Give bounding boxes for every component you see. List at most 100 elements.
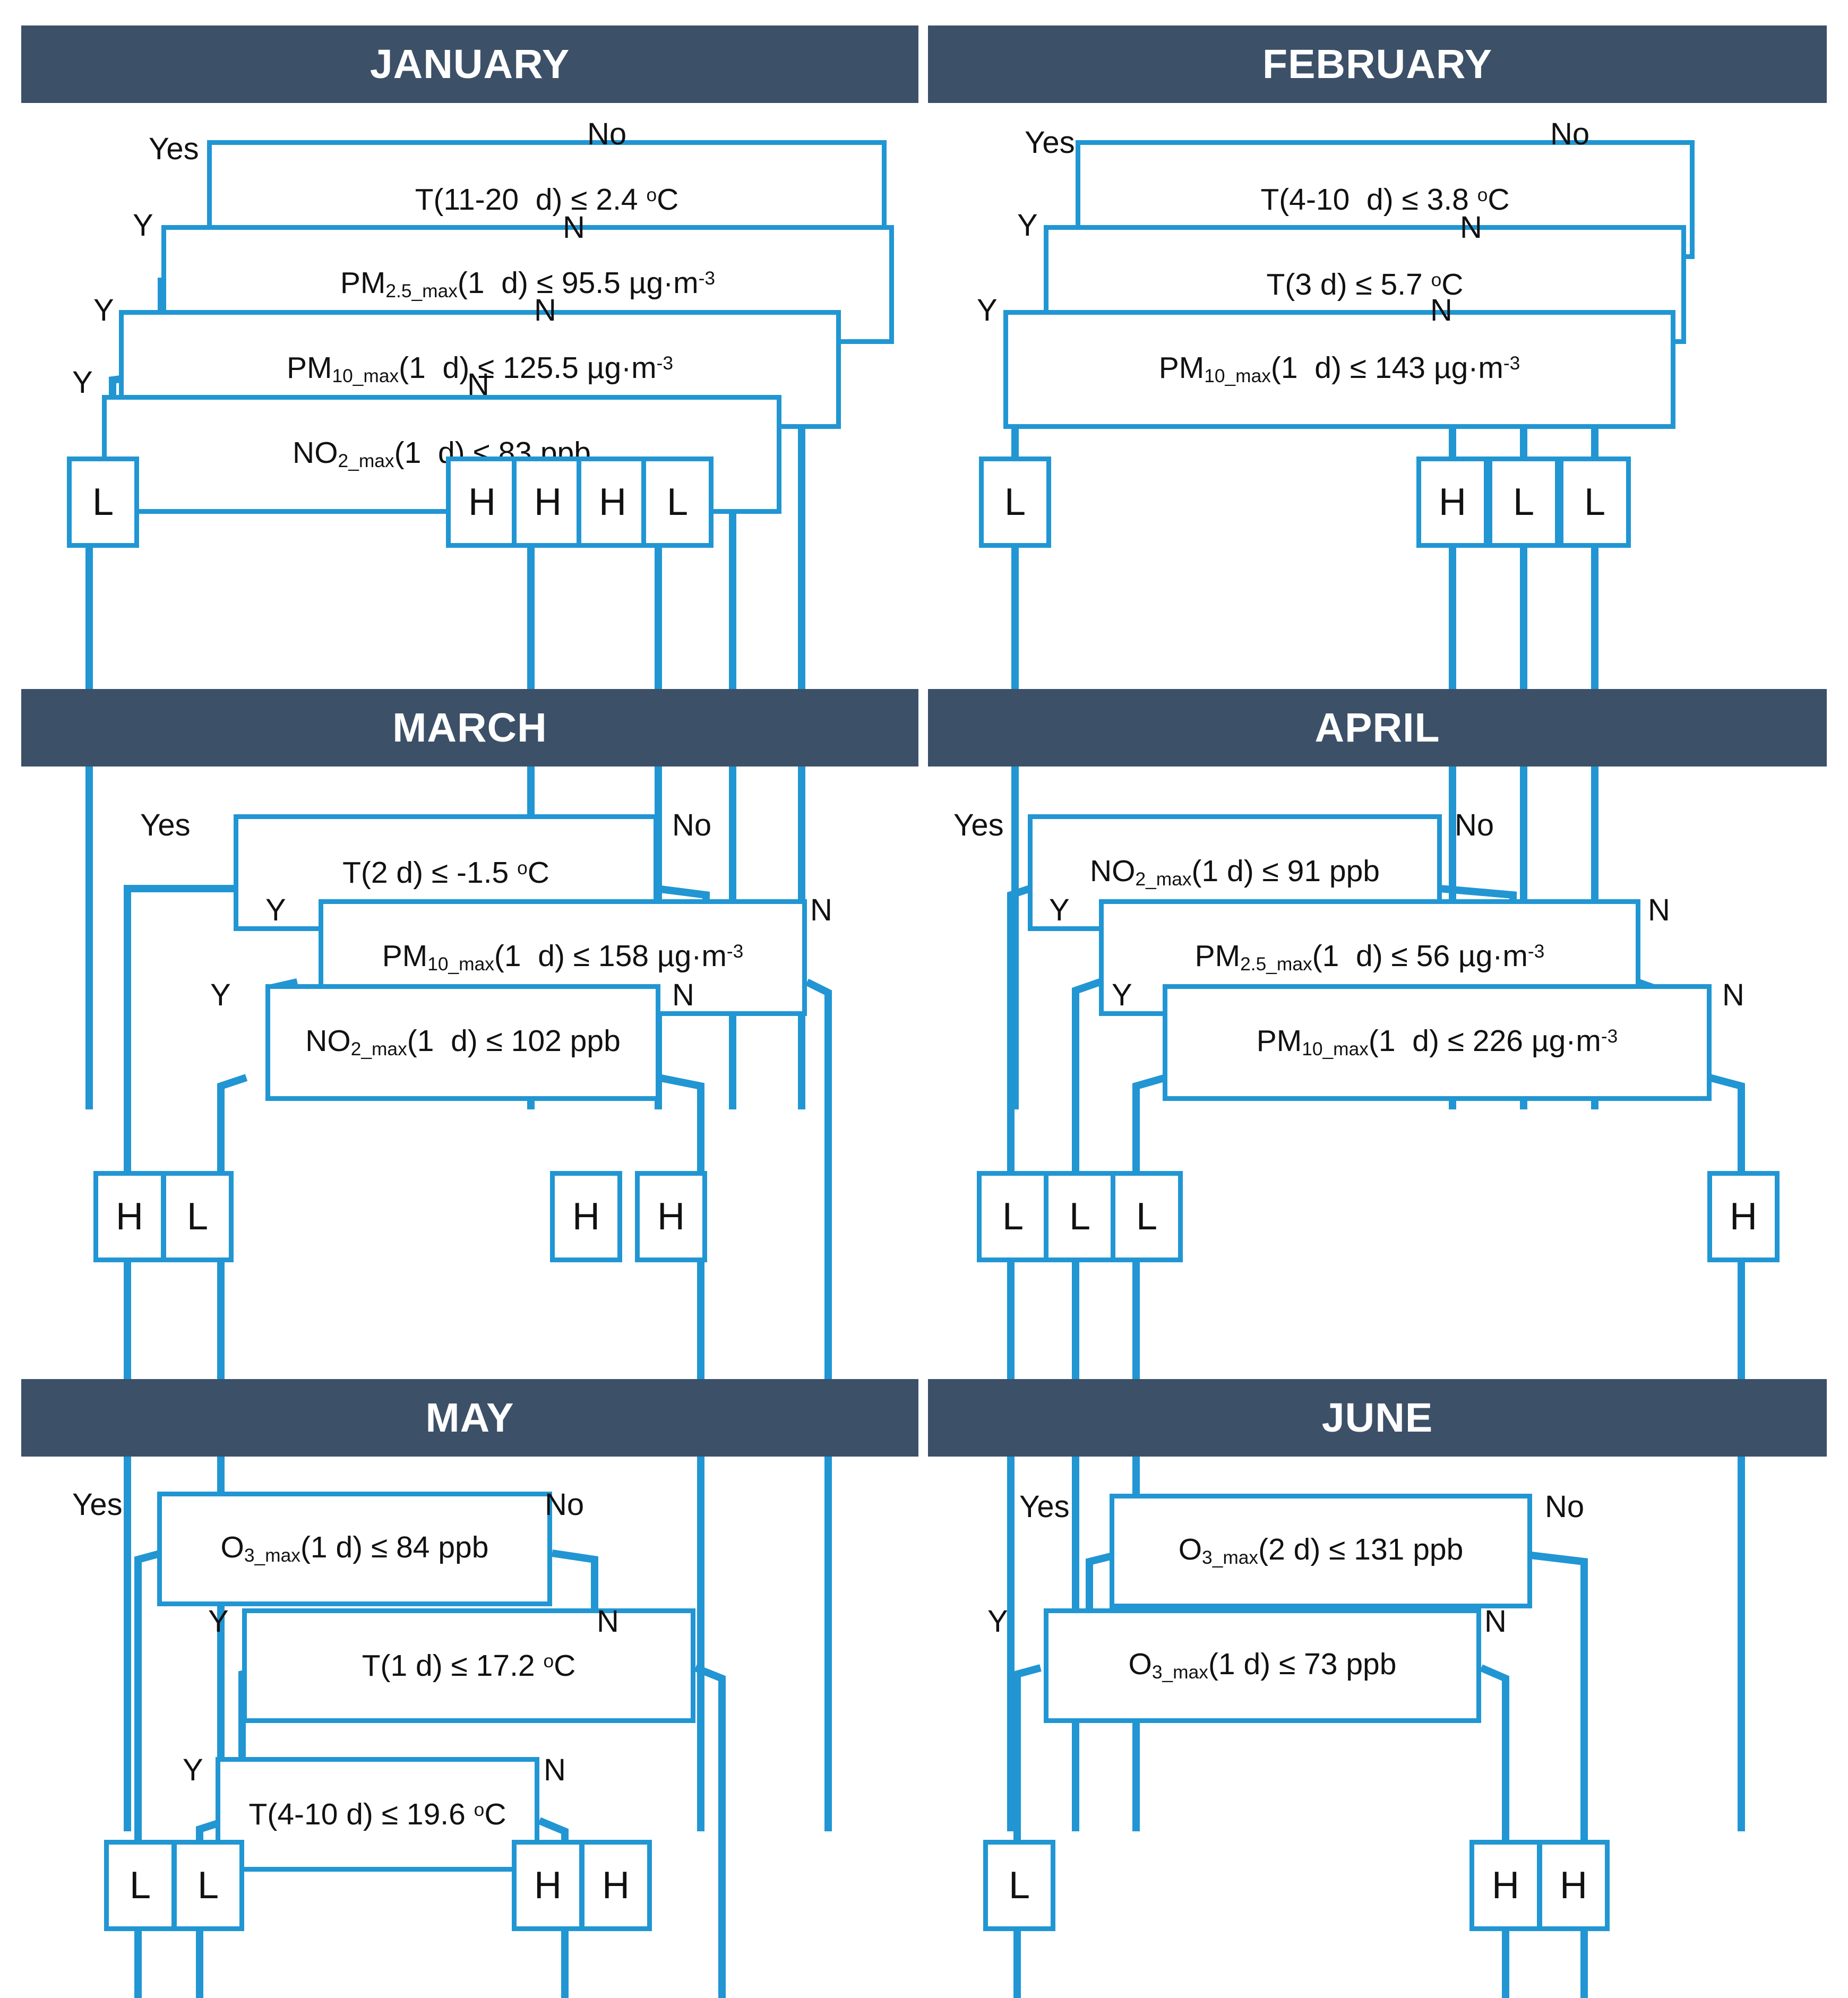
edge-label-y: Y — [1017, 208, 1038, 243]
edge-label-yes: Yes — [140, 808, 191, 842]
panel-title-april: APRIL — [928, 689, 1827, 767]
edge-label-n: N — [597, 1604, 619, 1639]
node-text: PM10_max(1 d) ≤ 143 µg·m-3 — [1158, 351, 1520, 387]
node-text: T(2 d) ≤ -1.5 oC — [342, 855, 549, 890]
edge-label-no: No — [1545, 1489, 1585, 1524]
tree-canvas-february: T(4-10 d) ≤ 3.8 oC T(3 d) ≤ 5.7 oC PM10_… — [924, 0, 1848, 1109]
tree-canvas-april: NO2_max(1 d) ≤ 91 ppb PM2.5_max(1 d) ≤ 5… — [924, 664, 1848, 1831]
edge-label-no: No — [587, 117, 627, 151]
leaf-node[interactable]: L — [104, 1840, 176, 1931]
decision-node[interactable]: PM10_max(1 d) ≤ 143 µg·m-3 — [1003, 310, 1675, 429]
node-text: PM2.5_max(1 d) ≤ 56 µg·m-3 — [1194, 939, 1545, 975]
leaf-node[interactable]: H — [550, 1171, 622, 1262]
leaf-node[interactable]: L — [1559, 457, 1631, 548]
node-text: O3_max(1 d) ≤ 73 ppb — [1128, 1647, 1397, 1683]
edge-label-no: No — [1550, 117, 1590, 151]
connectors-june — [1013, 1552, 1588, 1998]
decision-node[interactable]: O3_max(1 d) ≤ 84 ppb — [157, 1492, 552, 1606]
edge-label-y: Y — [72, 365, 93, 400]
panel-may: MAY O3_max(1 d) ≤ 84 ppb T(1 d) ≤ 17.2 o… — [0, 1354, 924, 1998]
decision-node[interactable]: T(4-10 d) ≤ 19.6 oC — [216, 1757, 539, 1872]
edge-label-yes: Yes — [149, 132, 199, 166]
leaf-node[interactable]: L — [983, 1840, 1055, 1931]
edge-label-n: N — [534, 293, 556, 328]
node-text: PM10_max(1 d) ≤ 125.5 µg·m-3 — [286, 351, 674, 387]
leaf-node[interactable]: H — [1707, 1171, 1780, 1262]
panel-title-may: MAY — [21, 1379, 918, 1457]
tree-canvas-january: T(11-20 d) ≤ 2.4 oC PM2.5_max(1 d) ≤ 95.… — [0, 0, 924, 1109]
tree-canvas-may: O3_max(1 d) ≤ 84 ppb T(1 d) ≤ 17.2 oC T(… — [0, 1354, 924, 1998]
node-text: NO2_max(1 d) ≤ 91 ppb — [1089, 854, 1380, 890]
edge-label-y: Y — [1112, 978, 1132, 1012]
panel-title-january: JANUARY — [21, 25, 918, 103]
leaf-node[interactable]: H — [446, 457, 518, 548]
edge-label-y: Y — [208, 1604, 229, 1639]
node-text: O3_max(2 d) ≤ 131 ppb — [1178, 1532, 1464, 1569]
leaf-node[interactable]: H — [512, 1840, 584, 1931]
edge-label-y: Y — [133, 208, 153, 243]
edge-label-yes: Yes — [1019, 1489, 1070, 1524]
leaf-node[interactable]: H — [1469, 1840, 1542, 1931]
panel-march: MARCH T(2 d) ≤ -1.5 oC PM10_max(1 d) ≤ 1… — [0, 664, 924, 1831]
edge-label-n: N — [467, 367, 489, 402]
decision-node[interactable]: NO2_max(1 d) ≤ 83 ppb — [102, 395, 781, 514]
edge-label-yes: Yes — [1025, 125, 1075, 160]
leaf-node[interactable]: H — [93, 1171, 166, 1262]
leaf-node[interactable]: L — [161, 1171, 234, 1262]
edge-label-yes: Yes — [953, 808, 1004, 842]
node-text: T(1 d) ≤ 17.2 oC — [362, 1648, 576, 1683]
panel-april: APRIL NO2_max(1 d) ≤ 91 ppb PM2.5_max(1 … — [924, 664, 1848, 1831]
leaf-node[interactable]: H — [577, 457, 649, 548]
leaf-node[interactable]: L — [1111, 1171, 1183, 1262]
panel-title-june: JUNE — [928, 1379, 1827, 1457]
panel-title-march: MARCH — [21, 689, 918, 767]
leaf-node[interactable]: H — [512, 457, 584, 548]
edge-label-y: Y — [265, 893, 286, 927]
edge-label-n: N — [672, 978, 694, 1012]
leaf-node[interactable]: L — [977, 1171, 1049, 1262]
edge-label-no: No — [545, 1487, 585, 1522]
leaf-node[interactable]: L — [1488, 457, 1560, 548]
leaf-node[interactable]: L — [641, 457, 714, 548]
edge-label-n: N — [1430, 293, 1452, 328]
node-text: NO2_max(1 d) ≤ 102 ppb — [305, 1024, 621, 1060]
decision-node[interactable]: T(1 d) ≤ 17.2 oC — [242, 1608, 695, 1723]
edge-label-n: N — [1460, 210, 1482, 245]
edge-label-n: N — [1484, 1604, 1507, 1639]
leaf-node[interactable]: H — [635, 1171, 707, 1262]
edge-label-yes: Yes — [72, 1487, 123, 1522]
node-text: T(4-10 d) ≤ 19.6 oC — [248, 1797, 506, 1831]
tree-canvas-march: T(2 d) ≤ -1.5 oC PM10_max(1 d) ≤ 158 µg·… — [0, 664, 924, 1831]
edge-label-y: Y — [987, 1604, 1008, 1639]
panel-january: JANUARY — [0, 0, 924, 1109]
node-text: T(4-10 d) ≤ 3.8 oC — [1260, 182, 1510, 217]
edge-label-y: Y — [183, 1753, 203, 1787]
leaf-node[interactable]: L — [1044, 1171, 1116, 1262]
decision-node[interactable]: NO2_max(1 d) ≤ 102 ppb — [265, 984, 660, 1101]
edge-label-y: Y — [210, 978, 231, 1012]
decision-node[interactable]: O3_max(1 d) ≤ 73 ppb — [1044, 1608, 1481, 1723]
leaf-node[interactable]: L — [979, 457, 1051, 548]
decision-node[interactable]: O3_max(2 d) ≤ 131 ppb — [1110, 1494, 1532, 1608]
leaf-node[interactable]: H — [1416, 457, 1489, 548]
node-text: O3_max(1 d) ≤ 84 ppb — [220, 1530, 489, 1566]
node-text: PM10_max(1 d) ≤ 226 µg·m-3 — [1256, 1024, 1618, 1060]
edge-label-no: No — [1455, 808, 1494, 842]
leaf-node[interactable]: H — [1537, 1840, 1610, 1931]
edge-label-y: Y — [93, 293, 114, 328]
decision-node[interactable]: PM10_max(1 d) ≤ 226 µg·m-3 — [1163, 984, 1712, 1101]
node-text: T(11-20 d) ≤ 2.4 oC — [415, 182, 679, 217]
leaf-node[interactable]: L — [67, 457, 139, 548]
edge-label-n: N — [1648, 893, 1670, 927]
panel-june: JUNE O3_max(2 d) ≤ 131 ppb O3_max(1 d) ≤… — [924, 1354, 1848, 1998]
node-text: PM10_max(1 d) ≤ 158 µg·m-3 — [382, 939, 744, 975]
edge-label-y: Y — [977, 293, 998, 328]
edge-label-y: Y — [1049, 893, 1070, 927]
edge-label-n: N — [1722, 978, 1744, 1012]
panel-february: FEBRUARY T(4-10 d) ≤ 3.8 oC T(3 d) ≤ 5.7… — [924, 0, 1848, 1109]
edge-label-n: N — [544, 1753, 566, 1787]
leaf-node[interactable]: L — [172, 1840, 244, 1931]
node-text: T(3 d) ≤ 5.7 oC — [1266, 267, 1464, 302]
panel-title-february: FEBRUARY — [928, 25, 1827, 103]
leaf-node[interactable]: H — [580, 1840, 652, 1931]
